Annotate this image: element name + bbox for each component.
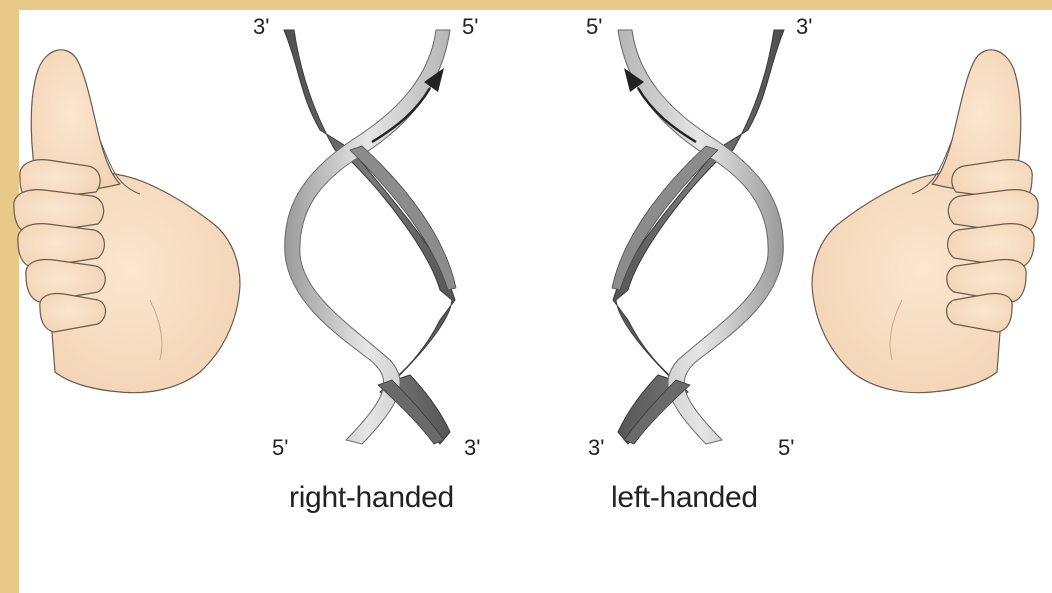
thumbs-up-left-hand-icon bbox=[812, 50, 1038, 393]
left-helix-bottom-right-label: 5' bbox=[778, 435, 794, 461]
left-handed-caption: left-handed bbox=[611, 481, 758, 515]
left-helix-top-right-label: 3' bbox=[796, 14, 812, 40]
right-handed-helix bbox=[284, 30, 456, 444]
right-helix-top-left-label: 3' bbox=[253, 14, 269, 40]
right-helix-top-right-label: 5' bbox=[462, 14, 478, 40]
right-helix-bottom-right-label: 3' bbox=[464, 435, 480, 461]
left-helix-bottom-left-label: 3' bbox=[588, 435, 604, 461]
left-helix-top-left-label: 5' bbox=[586, 14, 602, 40]
right-handed-caption: right-handed bbox=[289, 481, 454, 515]
right-helix-bottom-left-label: 5' bbox=[272, 435, 288, 461]
left-handed-helix bbox=[612, 30, 784, 444]
thumbs-up-right-hand-icon bbox=[14, 50, 240, 393]
